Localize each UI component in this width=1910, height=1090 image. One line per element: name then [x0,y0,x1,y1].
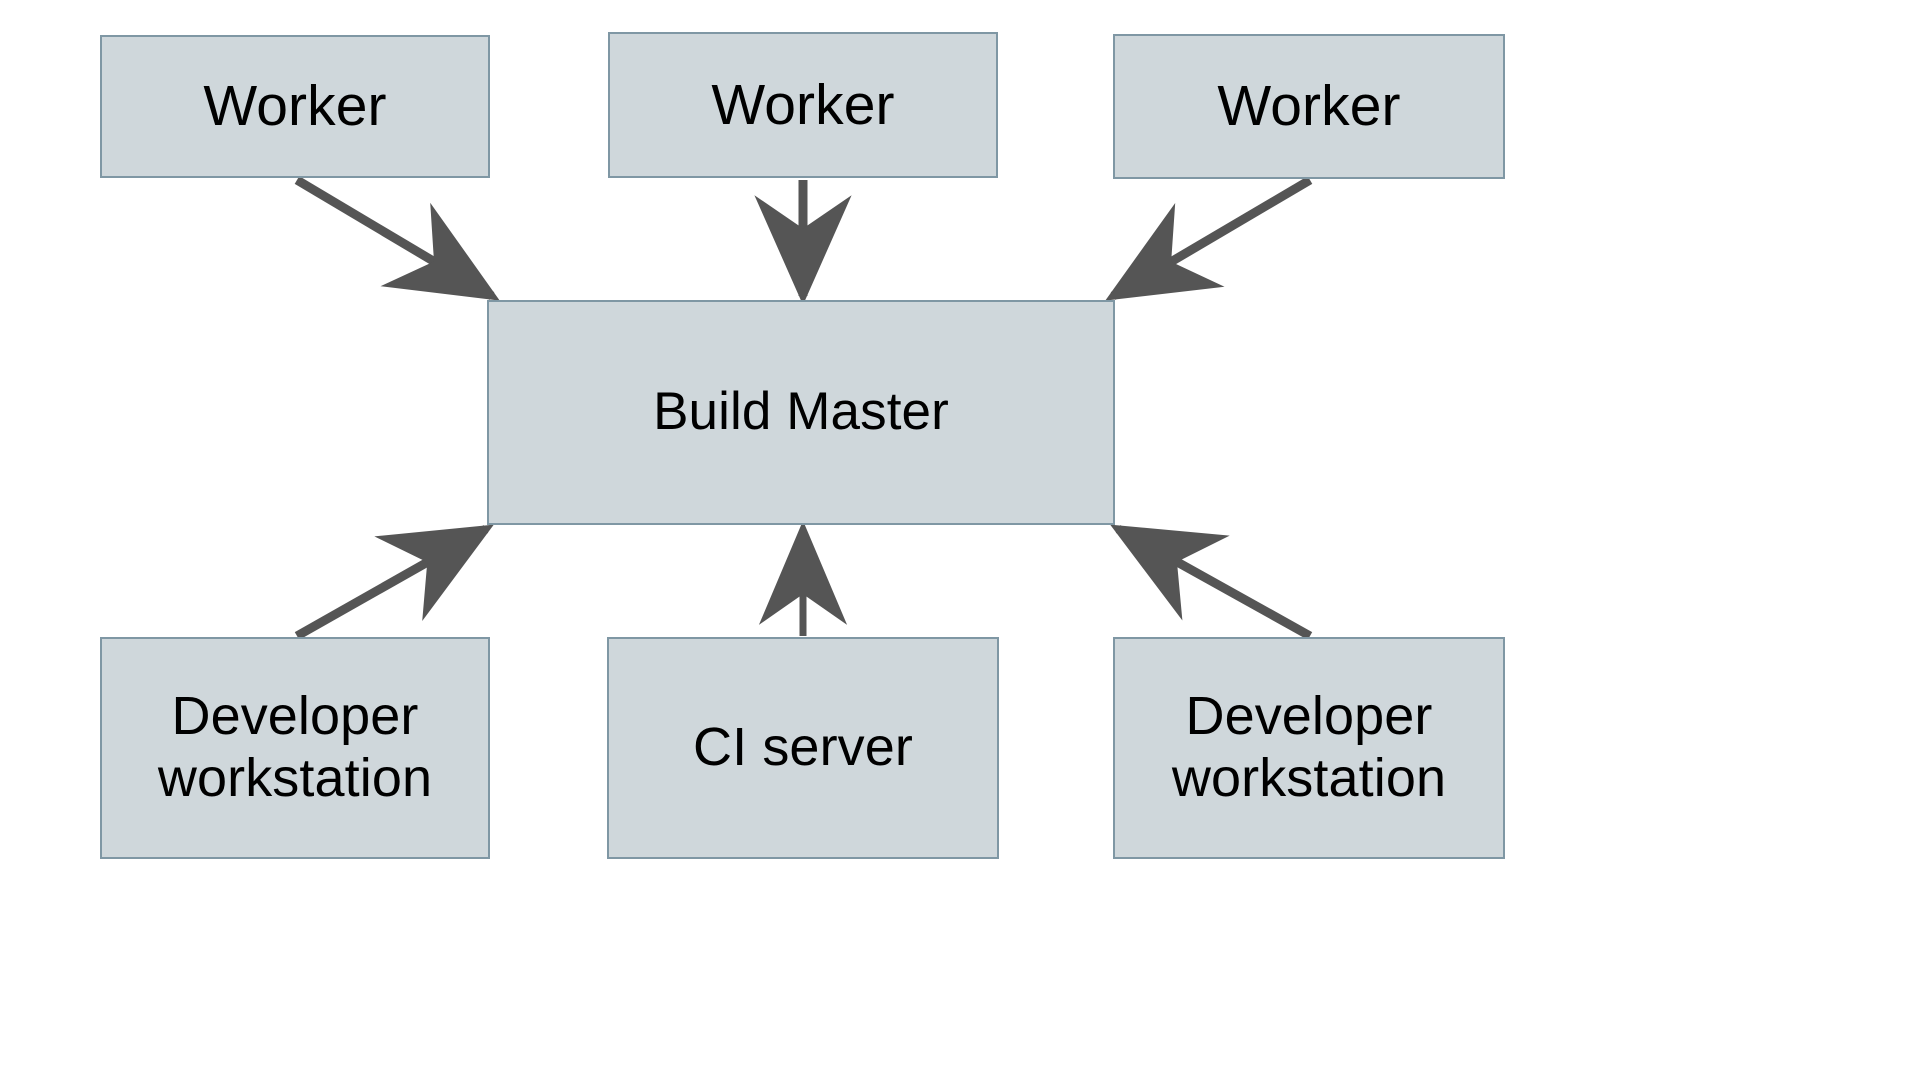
edge-dev-1-to-master [294,524,494,640]
node-build-master-label: Build Master [653,382,949,442]
edge-worker-3-to-master [1105,176,1313,301]
node-worker-3-label: Worker [1217,74,1401,139]
node-worker-1-label: Worker [203,74,387,139]
node-worker-1[interactable]: Worker [100,35,490,178]
node-developer-workstation-2[interactable]: Developer workstation [1113,637,1505,859]
node-ci-server[interactable]: CI server [607,637,999,859]
node-worker-2-label: Worker [711,72,895,137]
node-developer-workstation-2-label: Developer workstation [1171,686,1447,808]
node-worker-2[interactable]: Worker [608,32,998,178]
node-build-master[interactable]: Build Master [487,300,1115,525]
edge-worker-1-to-master [294,176,500,301]
node-developer-workstation-1-label: Developer workstation [157,686,433,808]
node-developer-workstation-1[interactable]: Developer workstation [100,637,490,859]
node-ci-server-label: CI server [693,717,913,778]
edge-dev-2-to-master [1110,524,1313,640]
node-worker-3[interactable]: Worker [1113,34,1505,179]
